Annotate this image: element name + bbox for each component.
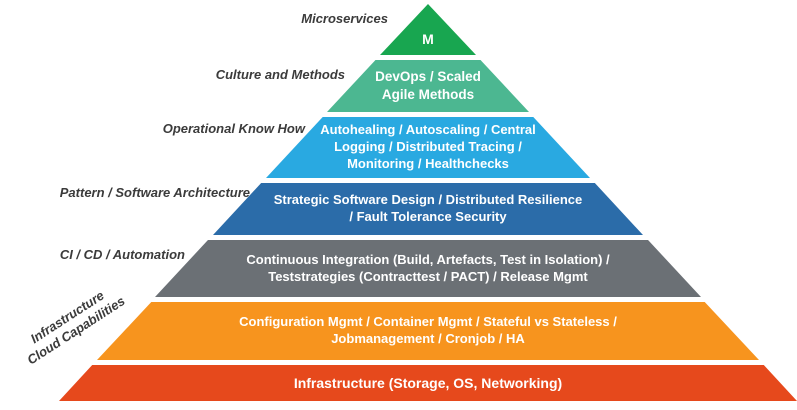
pyramid-layer-microservices-text: M bbox=[422, 30, 434, 47]
pyramid-layer-ci-cd-automation-text: Continuous Integration (Build, Artefacts… bbox=[246, 251, 610, 284]
pyramid-layer-culture-methods-text: DevOps / Scaled Agile Methods bbox=[375, 69, 481, 102]
side-label-ci-cd-automation: CI / CD / Automation bbox=[59, 247, 185, 262]
pyramid-layer-cloud-capabilities-text: Configuration Mgmt / Container Mgmt / St… bbox=[239, 314, 617, 346]
pyramid-layer-operational-know-how-text: Autohealing / Autoscaling / Central Logg… bbox=[320, 122, 536, 171]
pyramid-layer-operational-know-how: Autohealing / Autoscaling / Central Logg… bbox=[266, 117, 590, 178]
pyramid-layer-culture-methods: DevOps / Scaled Agile Methods bbox=[327, 60, 529, 112]
pyramid-layer-software-architecture: Strategic Software Design / Distributed … bbox=[213, 183, 643, 235]
side-label-infrastructure-cloud-capabilities: Infrastructure Cloud Capabilities bbox=[24, 287, 128, 368]
side-label-microservices: Microservices bbox=[301, 11, 388, 26]
side-label-operational-know-how: Operational Know How bbox=[162, 121, 305, 136]
pyramid-layer-cloud-capabilities: Configuration Mgmt / Container Mgmt / St… bbox=[97, 302, 759, 360]
pyramid-layer-ci-cd-automation: Continuous Integration (Build, Artefacts… bbox=[155, 240, 701, 297]
pyramid-layer-microservices: M bbox=[380, 4, 476, 55]
pyramid-layer-infrastructure-text: Infrastructure (Storage, OS, Networking) bbox=[293, 374, 563, 391]
side-label-culture-and-methods: Culture and Methods bbox=[215, 67, 345, 82]
pyramid-layer-infrastructure: Infrastructure (Storage, OS, Networking) bbox=[59, 365, 797, 401]
side-label-pattern-software-architecture: Pattern / Software Architecture bbox=[59, 185, 250, 200]
pyramid-layer-software-architecture-text: Strategic Software Design / Distributed … bbox=[273, 192, 583, 224]
